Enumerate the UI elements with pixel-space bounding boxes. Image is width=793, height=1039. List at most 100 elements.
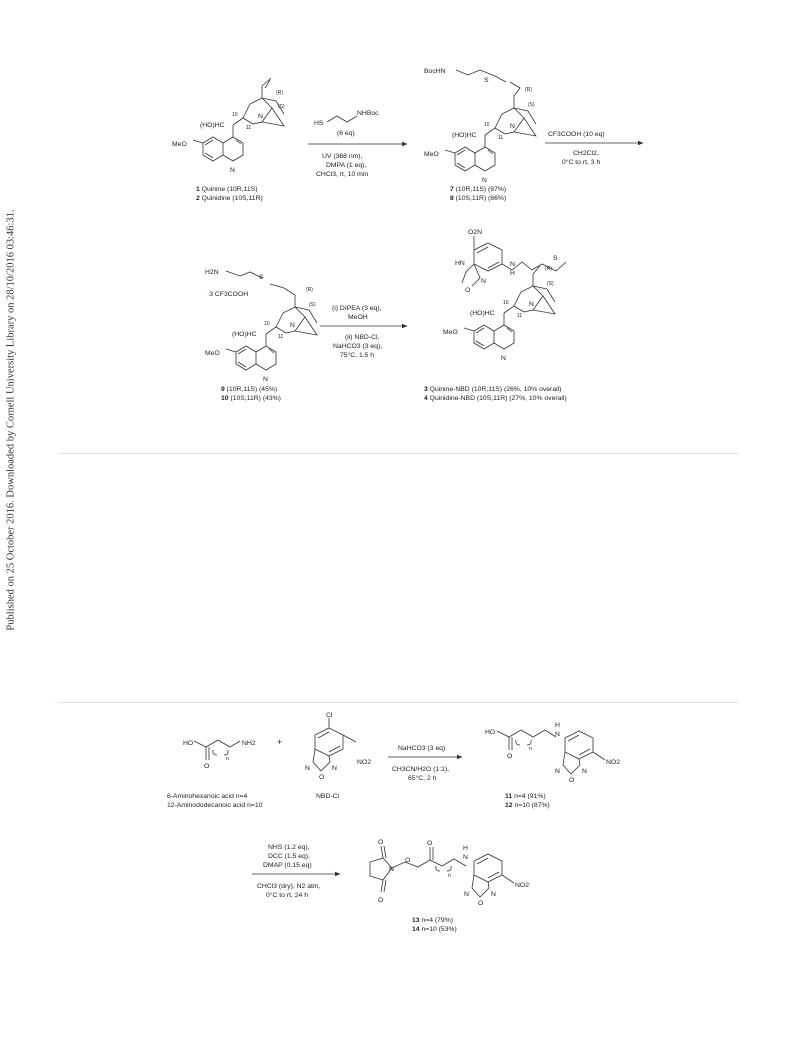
caption-aminohexanoic: 6-Aminohexanoic acid n=4 <box>167 793 248 800</box>
prod2-label-o-ring: O <box>569 777 574 784</box>
boc-label-s: S <box>484 77 489 84</box>
thiol-eq: (6 eq) <box>337 130 355 137</box>
nbd-label-n-bridge: N <box>529 301 534 308</box>
caption-13: 13 n=4 (79%) <box>412 917 453 924</box>
amine-label-s: S <box>259 274 264 281</box>
reagent2-line1: CF3COOH (10 eq) <box>548 131 605 138</box>
nbd-label-n-quinoline: N <box>501 355 506 362</box>
amine-label-n-ring: N <box>263 376 268 383</box>
prod2-label-n-index: n <box>529 746 532 752</box>
reagent4-line1: NaHCO3 (3 eq) <box>398 745 445 752</box>
quinine-structure: (HO)HC 10 11 MeO N N (R) (S) <box>172 77 285 174</box>
amine-salt-structure: H2N S ·3 CF3COOH (HO)HC 10 11 MeO N N (R… <box>205 269 318 383</box>
prod2-label-o: O <box>507 753 512 760</box>
prod2-label-no2: NO2 <box>606 759 620 766</box>
nbd-label-hn: HN <box>455 260 465 267</box>
prod3-label-n1: N <box>464 891 469 898</box>
thiol-nhboc: NHBoc <box>357 110 379 117</box>
amine-label-meo: MeO <box>205 350 220 357</box>
caption-3: 3 Quinine-NBD (10R,11S) (26%, 10% overal… <box>424 386 561 393</box>
prod3-label-n: N <box>463 854 468 861</box>
amine-label-s-config: (S) <box>309 302 316 308</box>
nbd-acid-structure: HO H N n O NO2 N O N <box>485 722 620 784</box>
prod2-label-n2: N <box>582 768 587 775</box>
caption-quinidine: 2 Quinidine (10S,11R) <box>196 195 263 202</box>
nbd-label-n-amine: N <box>510 261 515 268</box>
reagent5-line3: DMAP (0.15 eq) <box>263 862 312 869</box>
nhs-ester-structure: O O N O O H N n NO2 N O N <box>369 839 529 907</box>
nbdcl-label-n2: N <box>332 765 337 772</box>
reaction-arrow-4: NaHCO3 (3 eq) CH3CN/H2O (1:1), 65°C, 2 h <box>388 745 463 782</box>
amine-label-salt: ·3 CF3COOH <box>207 291 248 298</box>
quinine-label-10: 10 <box>232 112 238 118</box>
reaction-arrow-3: (i) DIPEA (3 eq), MeOH (ii) NBD-Cl, NaHC… <box>320 305 408 359</box>
prod3-label-no2: NO2 <box>515 882 529 889</box>
caption-10: 10 (10S,11R) (43%) <box>221 395 281 402</box>
prod3-label-o-ester: O <box>405 857 410 864</box>
thiol-hs: HS <box>314 120 324 127</box>
reaction-arrow-5: NHS (1.2 eq), DCC (1.5 eq), DMAP (0.15 e… <box>252 844 341 899</box>
aminoacid-structure: HO NH2 n O <box>183 739 256 770</box>
reagent5-line4: CHCl3 (dry), N2 atm, <box>257 883 321 890</box>
caption-quinine: 1 Quinine (10R,11S) <box>196 186 257 193</box>
divider-top <box>58 453 738 454</box>
nbd-label-10: 10 <box>503 300 509 306</box>
nbdcl-label-cl: Cl <box>326 712 333 719</box>
reagent1-line1: UV (368 nm), <box>322 153 363 160</box>
amine-label-n-bridge: N <box>290 322 295 329</box>
plus-sign: + <box>277 737 282 747</box>
nbd-label-s-config: (S) <box>547 281 554 287</box>
caption-14: 14 n=10 (53%) <box>412 926 457 933</box>
amine-label-h2n: H2N <box>205 269 219 276</box>
quinine-label-r: (R) <box>276 90 283 96</box>
reagent5-line2: DCC (1.5 eq), <box>268 853 310 860</box>
reagent2-line3: 0°C to rt, 3 h <box>562 158 600 166</box>
reagent5-line5: 0°C to rt, 24 h <box>266 891 308 899</box>
reagent3-line2: MeOH <box>348 314 368 321</box>
caption-9: 9 (10R,11S) (45%) <box>221 386 277 393</box>
reagent1-line3: CHCl3, rt, 10 min <box>316 171 368 178</box>
boc-label-hohc: (HO)HC <box>452 132 477 139</box>
prod2-label-h: H <box>555 722 560 729</box>
amine-label-10: 10 <box>264 321 270 327</box>
reagent1-line2: DMPA (1 eq), <box>326 162 366 169</box>
amine-label-r: (R) <box>306 287 313 293</box>
boc-label-s-config: (S) <box>528 102 535 108</box>
reagent3-line4: NaHCO3 (3 eq), <box>333 343 382 350</box>
nbd-cl-structure: Cl NO2 N O N <box>305 712 371 781</box>
reagent3-line3: (ii) NBD-Cl, <box>345 334 379 341</box>
acid-label-o: O <box>204 763 209 770</box>
caption-12: 12 n=10 (87%) <box>505 802 550 809</box>
nbd-label-11: 11 <box>517 313 522 319</box>
prod3-label-o-bottom: O <box>378 897 383 904</box>
boc-label-meo: MeO <box>424 151 439 158</box>
reagent4-line3: 65°C, 2 h <box>408 774 437 782</box>
nbd-label-o: O <box>465 287 470 294</box>
reagent4-line2: CH3CN/H2O (1:1), <box>392 766 449 773</box>
prod3-label-h: H <box>463 845 468 852</box>
quinine-label-11: 11 <box>246 125 251 131</box>
prod3-label-o-carbonyl: O <box>427 840 432 847</box>
nbdcl-label-o: O <box>319 774 324 781</box>
quinine-label-hohc: (HO)HC <box>200 122 225 129</box>
nbd-label-meo: MeO <box>443 329 458 336</box>
nbd-conjugate-structure: O2N HN O N N H S (HO)HC 10 11 MeO N N (R… <box>443 229 567 362</box>
nbdcl-label-n1: N <box>305 765 310 772</box>
boc-label-n-ring: N <box>482 177 487 184</box>
reagent2-line2: CH2Cl2, <box>573 150 599 157</box>
caption-7: 7 (10R,11S) (87%) <box>450 186 506 193</box>
acid-label-nh2: NH2 <box>242 740 256 747</box>
reaction-arrow-2: CF3COOH (10 eq) CH2Cl2, 0°C to rt, 3 h <box>545 131 644 166</box>
caption-nbdcl: NBD-Cl <box>316 793 340 800</box>
amine-label-11: 11 <box>278 334 283 340</box>
nbd-label-s: S <box>553 255 558 262</box>
boc-thioether-structure: BocHN S (HO)HC 10 11 MeO N N (R) (S) <box>424 68 537 184</box>
caption-8: 8 (10S,11R) (86%) <box>450 195 506 202</box>
reagent3-line1: (i) DIPEA (3 eq), <box>332 305 382 312</box>
prod2-label-n: N <box>555 731 560 738</box>
reaction-arrow-1: HS NHBoc (6 eq) UV (368 nm), DMPA (1 eq)… <box>308 110 408 178</box>
nbd-label-o2n: O2N <box>468 229 482 236</box>
boc-label-10: 10 <box>484 122 490 128</box>
quinine-label-n-bridge: N <box>258 113 263 120</box>
